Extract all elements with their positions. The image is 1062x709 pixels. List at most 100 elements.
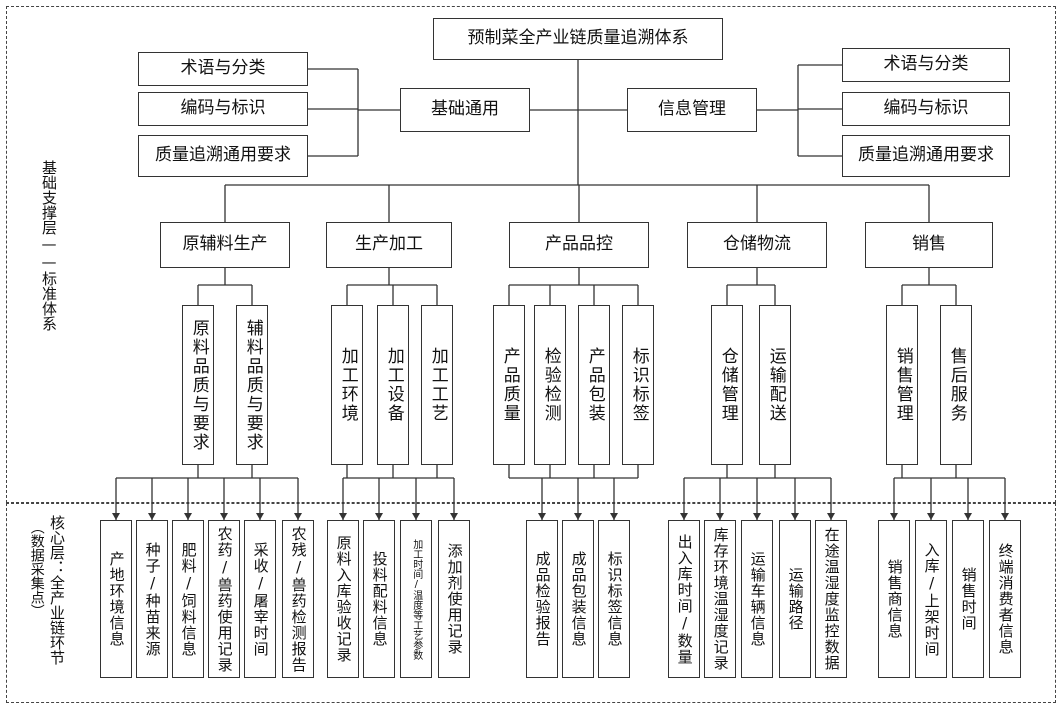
stage-4-leaf-2: 销售时间 [952, 520, 984, 678]
basic-general-box: 基础通用 [400, 88, 530, 132]
info-item-1: 编码与标识 [842, 92, 1010, 126]
core-layer [6, 503, 1056, 703]
stage-0-leaf-5-text: 农残/兽药检测报告 [289, 525, 308, 673]
basic-item-2-text: 质量追溯通用要求 [155, 145, 291, 166]
stage-4: 销售 [865, 222, 993, 268]
stage-4-text: 销售 [912, 234, 946, 255]
stage-0-leaf-1: 种子/种苗来源 [136, 520, 168, 678]
arrow-head [294, 513, 302, 520]
basic-item-1-text: 编码与标识 [180, 98, 266, 119]
stage-0-text: 原辅料生产 [182, 234, 268, 255]
stage-3-sub-1-text: 运输配送 [765, 347, 786, 423]
stage-3-leaf-0: 出入库时间/数量 [668, 520, 700, 678]
stage-1-sub-1-text: 加工设备 [383, 347, 404, 423]
stage-0: 原辅料生产 [160, 222, 290, 268]
stage-2-sub-1-text: 检验检测 [540, 347, 561, 423]
info-management-box: 信息管理 [627, 88, 757, 132]
stage-1: 生产加工 [326, 222, 452, 268]
stage-3-leaf-3: 运输路径 [779, 520, 811, 678]
stage-2-sub-1: 检验检测 [534, 305, 566, 465]
basic-item-2: 质量追溯通用要求 [138, 135, 308, 177]
arrow-head [610, 513, 618, 520]
basic-layer-label: 基础支撑层——标准体系 [40, 160, 58, 331]
info-item-2-text: 质量追溯通用要求 [858, 145, 994, 166]
stage-0-sub-1-text: 辅料品质与要求 [242, 318, 263, 452]
stage-2-leaf-2-text: 标识标签信息 [605, 551, 624, 647]
stage-1-leaf-1: 投料配料信息 [363, 520, 395, 678]
arrow-head [680, 513, 688, 520]
arrow-head [220, 513, 228, 520]
stage-1-leaf-0-text: 原料入库验收记录 [334, 535, 353, 663]
arrow-head [538, 513, 546, 520]
stage-2-sub-3: 标识标签 [622, 305, 654, 465]
arrow-head [375, 513, 383, 520]
arrow-head [574, 513, 582, 520]
stage-3-sub-0: 仓储管理 [711, 305, 743, 465]
info-item-1-text: 编码与标识 [883, 98, 969, 119]
arrow-head [412, 513, 420, 520]
core-layer-label: 核心层：全产业链环节 [48, 515, 66, 665]
arrow-head [791, 513, 799, 520]
stage-2-leaf-0-text: 成品检验报告 [533, 551, 552, 647]
stage-0-sub-0: 原料品质与要求 [182, 305, 214, 465]
stage-0-sub-0-text: 原料品质与要求 [188, 318, 209, 452]
arrow-head [716, 513, 724, 520]
arrow-head [964, 513, 972, 520]
stage-0-leaf-3-text: 农药/兽药使用记录 [215, 525, 234, 673]
stage-0-leaf-3: 农药/兽药使用记录 [208, 520, 240, 678]
arrow-head [256, 513, 264, 520]
stage-0-leaf-0-text: 产地环境信息 [107, 551, 126, 647]
stage-3-sub-1: 运输配送 [759, 305, 791, 465]
stage-2-sub-3-text: 标识标签 [628, 347, 649, 423]
stage-1-leaf-2-text: 加工时间/温度等工艺参数 [410, 538, 422, 660]
stage-1-sub-2-text: 加工工艺 [427, 347, 448, 423]
stage-4-sub-1: 售后服务 [940, 305, 972, 465]
info-item-2: 质量追溯通用要求 [842, 135, 1010, 177]
stage-0-leaf-1-text: 种子/种苗来源 [143, 541, 162, 657]
basic-item-0-text: 术语与分类 [180, 58, 266, 79]
stage-2-sub-2-text: 产品包装 [584, 347, 605, 423]
stage-2-sub-0-text: 产品质量 [499, 347, 520, 423]
arrow-head [1001, 513, 1009, 520]
stage-1-leaf-1-text: 投料配料信息 [370, 551, 389, 647]
stage-4-leaf-0: 销售商信息 [878, 520, 910, 678]
basic-item-1: 编码与标识 [138, 92, 308, 126]
stage-3-leaf-2: 运输车辆信息 [741, 520, 773, 678]
stage-1-sub-0-text: 加工环境 [337, 347, 358, 423]
info-item-0: 术语与分类 [842, 48, 1010, 82]
arrow-head [148, 513, 156, 520]
info-item-0-text: 术语与分类 [883, 54, 969, 75]
arrow-head [753, 513, 761, 520]
info-management-box-text: 信息管理 [658, 99, 726, 120]
stage-0-sub-1: 辅料品质与要求 [236, 305, 268, 465]
basic-general-box-text: 基础通用 [431, 99, 499, 120]
stage-4-leaf-3: 终端消费者信息 [989, 520, 1021, 678]
stage-4-leaf-0-text: 销售商信息 [885, 559, 904, 639]
stage-1-leaf-0: 原料入库验收记录 [327, 520, 359, 678]
stage-3-leaf-2-text: 运输车辆信息 [748, 551, 767, 647]
arrow-head [927, 513, 935, 520]
stage-0-leaf-0: 产地环境信息 [100, 520, 132, 678]
stage-4-leaf-3-text: 终端消费者信息 [996, 543, 1015, 655]
stage-2-leaf-2: 标识标签信息 [598, 520, 630, 678]
stage-3-leaf-0-text: 出入库时间/数量 [675, 533, 694, 665]
stage-0-leaf-2: 肥料/饲料信息 [172, 520, 204, 678]
stage-3-leaf-3-text: 运输路径 [786, 567, 805, 631]
core-layer-sublabel: （数据采集点） [28, 520, 45, 618]
stage-3-leaf-4: 在途温湿度监控数据 [815, 520, 847, 678]
stage-2-sub-0: 产品质量 [493, 305, 525, 465]
stage-0-leaf-2-text: 肥料/饲料信息 [179, 541, 198, 657]
stage-2-text: 产品品控 [545, 234, 613, 255]
stage-3: 仓储物流 [687, 222, 827, 268]
basic-item-0: 术语与分类 [138, 52, 308, 86]
stage-2-sub-2: 产品包装 [578, 305, 610, 465]
stage-4-sub-1-text: 售后服务 [946, 347, 967, 423]
stage-2-leaf-1: 成品包装信息 [562, 520, 594, 678]
arrow-head [450, 513, 458, 520]
stage-4-sub-0: 销售管理 [886, 305, 918, 465]
stage-2: 产品品控 [509, 222, 649, 268]
stage-4-sub-0-text: 销售管理 [892, 347, 913, 423]
stage-1-sub-0: 加工环境 [331, 305, 363, 465]
arrow-head [339, 513, 347, 520]
stage-3-leaf-4-text: 在途温湿度监控数据 [822, 527, 841, 671]
